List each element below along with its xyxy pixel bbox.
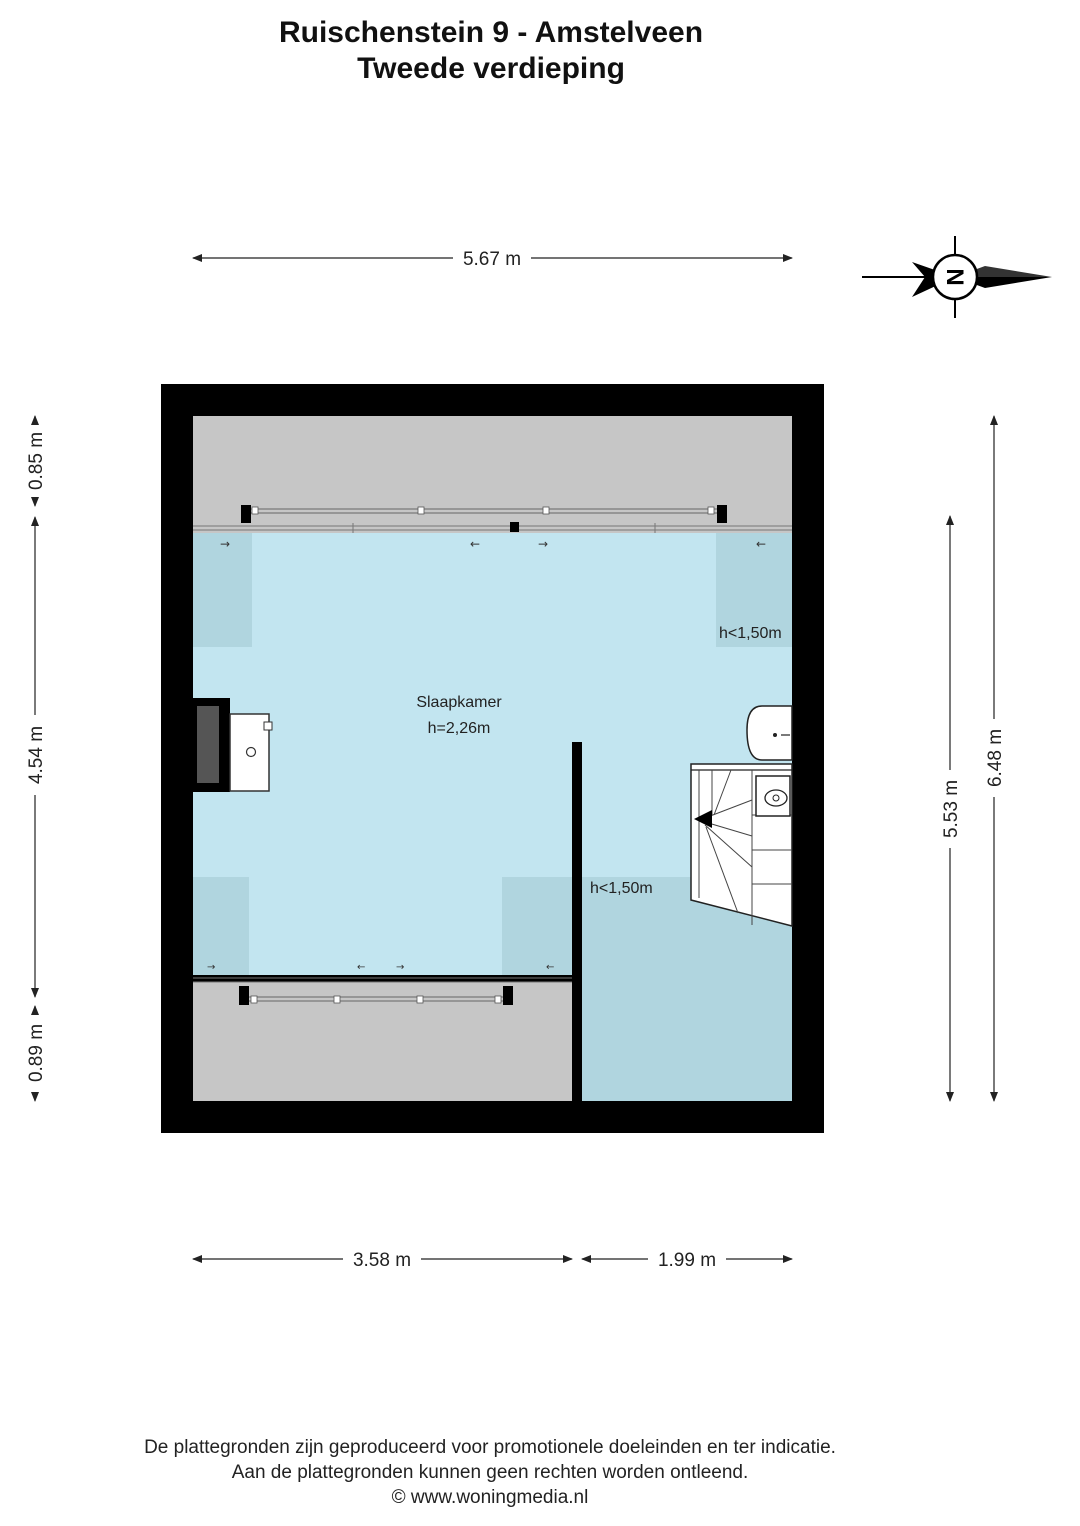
dimension-top: 5.67 m xyxy=(192,249,793,270)
attic-top xyxy=(193,416,792,533)
dimension-right-inner: 5.53 m xyxy=(941,515,962,1102)
svg-text:→: → xyxy=(538,537,548,551)
partition-wall xyxy=(572,742,582,1101)
window-slide-arrows: → ← → ← → ← → ← xyxy=(207,537,766,973)
bottom-window xyxy=(193,977,572,1005)
north-arrow-icon: N xyxy=(862,236,1052,318)
svg-text:→: → xyxy=(220,537,230,551)
dimension-left-bottom: 0.89 m xyxy=(26,1005,47,1102)
boiler-unit xyxy=(193,698,273,792)
toilet-icon xyxy=(755,775,791,817)
sink-icon xyxy=(746,705,793,761)
low-ceiling-label: h<1,50m xyxy=(590,880,653,897)
low-ceiling-zone xyxy=(193,533,252,647)
dimension-label: 1.99 m xyxy=(658,1250,716,1271)
disclaimer-line-1: De plattegronden zijn geproduceerd voor … xyxy=(144,1437,836,1458)
dimension-label: 0.85 m xyxy=(26,432,47,490)
page-subtitle: Tweede verdieping xyxy=(357,52,625,85)
svg-text:→: → xyxy=(207,962,215,973)
dimension-left-middle: 4.54 m xyxy=(26,516,47,998)
dimension-left-top: 0.85 m xyxy=(26,415,47,507)
svg-text:←: ← xyxy=(546,962,554,973)
room-height: h=2,26m xyxy=(428,720,491,737)
dimension-bottom-left: 3.58 m xyxy=(192,1250,573,1271)
attic-bottom xyxy=(193,982,572,1101)
disclaimer-line-2: Aan de plattegronden kunnen geen rechten… xyxy=(231,1462,749,1483)
svg-text:←: ← xyxy=(756,537,766,551)
page-title: Ruischenstein 9 - Amstelveen xyxy=(278,16,704,49)
dimension-label: 4.54 m xyxy=(26,726,47,784)
compass-letter: N xyxy=(941,268,968,285)
dimension-label: 6.48 m xyxy=(985,729,1006,787)
dimension-label: 0.89 m xyxy=(26,1024,47,1082)
dimension-bottom-right: 1.99 m xyxy=(581,1250,793,1271)
copyright: © www.woningmedia.nl xyxy=(391,1487,589,1508)
dimension-right-outer: 6.48 m xyxy=(985,415,1006,1102)
low-ceiling-label: h<1,50m xyxy=(719,625,782,642)
dimension-label: 3.58 m xyxy=(353,1250,411,1271)
svg-text:←: ← xyxy=(357,962,365,973)
room-name-slaapkamer: Slaapkamer xyxy=(416,694,502,711)
dimension-label: 5.67 m xyxy=(463,249,521,270)
svg-text:←: ← xyxy=(470,537,480,551)
svg-text:→: → xyxy=(396,962,404,973)
dimension-label: 5.53 m xyxy=(941,780,962,838)
top-window xyxy=(193,505,792,533)
low-ceiling-zone xyxy=(193,877,249,975)
low-ceiling-zone xyxy=(502,877,572,975)
low-ceiling-zone xyxy=(716,533,792,647)
